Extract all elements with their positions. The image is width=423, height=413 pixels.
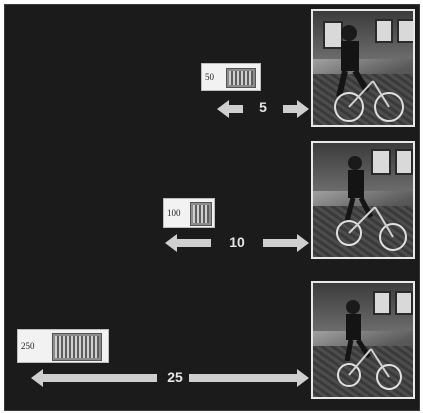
distance-label-10: 10 <box>219 234 255 250</box>
camera-label: 250 <box>21 341 35 351</box>
lens-icon <box>190 202 212 226</box>
camera-label: 100 <box>167 208 181 218</box>
camera-250: 250 <box>17 329 109 363</box>
cyclist-figure <box>313 11 415 127</box>
photo-girl-bicycle-near <box>311 9 415 127</box>
distance-label-25: 25 <box>157 369 193 385</box>
cyclist-figure <box>313 143 415 259</box>
distance-label-5: 5 <box>248 99 278 115</box>
cyclist-figure <box>313 283 415 399</box>
camera-100: 100 <box>163 198 215 228</box>
camera-50: 50 <box>201 63 261 91</box>
lens-icon <box>226 68 256 88</box>
photo-girl-bicycle-medium <box>311 141 415 259</box>
camera-label: 50 <box>205 72 214 82</box>
lens-icon <box>52 333 102 361</box>
diagram-board: 50 5 <box>4 4 420 411</box>
photo-girl-bicycle-far <box>311 281 415 399</box>
